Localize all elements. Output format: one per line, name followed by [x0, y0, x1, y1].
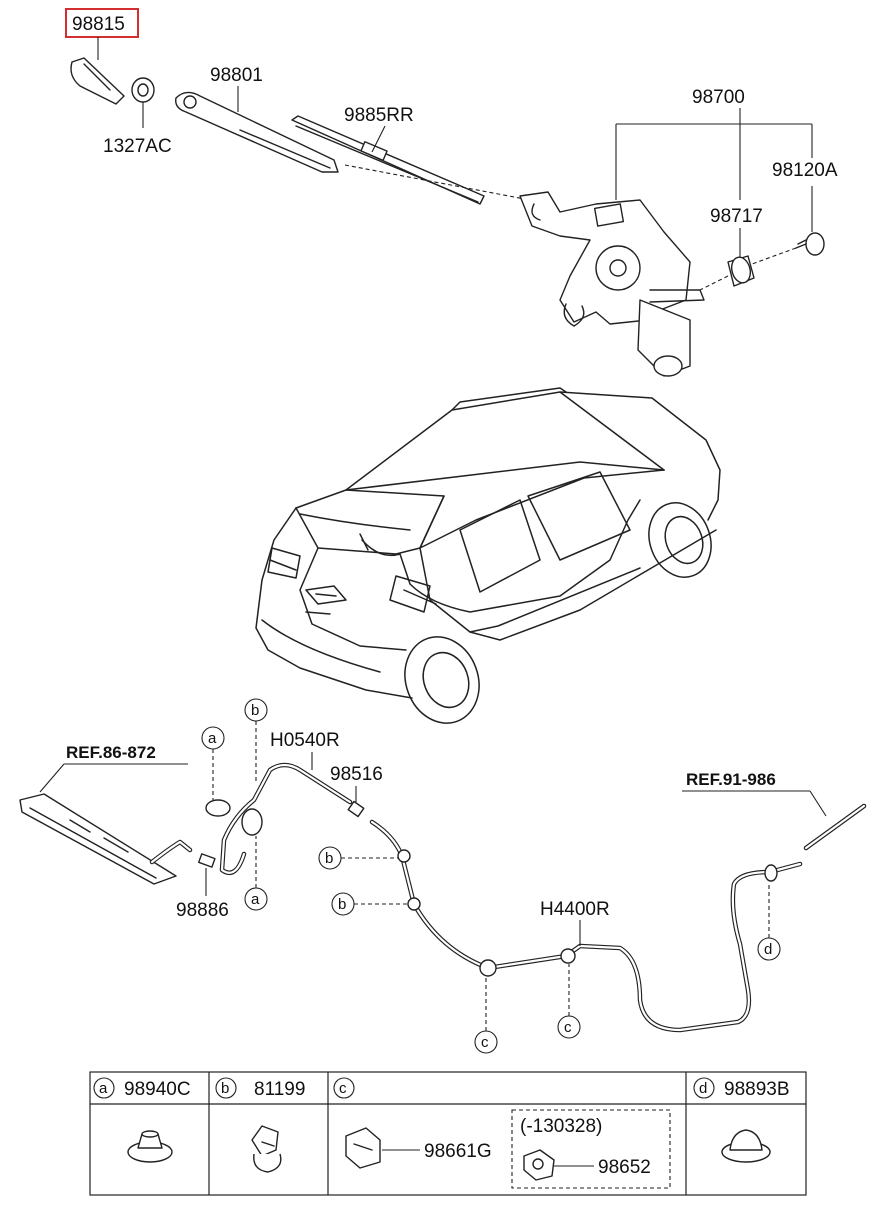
- callout-98516[interactable]: 98516: [330, 764, 383, 785]
- grommet-a[interactable]: [205, 799, 263, 836]
- connector-98516[interactable]: [347, 800, 365, 818]
- svg-text:a: a: [99, 1080, 108, 1097]
- legend-part-d[interactable]: 98893B: [724, 1079, 790, 1100]
- svg-text:b: b: [325, 850, 333, 867]
- callout-H4400R[interactable]: H4400R: [540, 899, 610, 920]
- legend-part-a[interactable]: 98940C: [124, 1079, 191, 1100]
- vehicle-illustration: [255, 387, 721, 724]
- wiper-cap-98815[interactable]: [70, 57, 125, 105]
- legend-marker-d: [693, 1077, 715, 1099]
- svg-text:c: c: [481, 1034, 489, 1051]
- clip-81199-icon: [251, 1125, 282, 1173]
- legend-c-note[interactable]: (-130328): [520, 1116, 602, 1137]
- callout-H0540R[interactable]: H0540R: [270, 730, 340, 751]
- callout-98801[interactable]: 98801: [210, 65, 263, 86]
- wiper-motor-98700[interactable]: [519, 191, 705, 377]
- legend-c-variant-box: [511, 1109, 671, 1189]
- callout-9885RR[interactable]: 9885RR: [344, 105, 414, 126]
- callout-98886[interactable]: 98886: [176, 900, 229, 921]
- screw-98120A[interactable]: [795, 232, 825, 256]
- legend-marker-a: [93, 1077, 115, 1099]
- grommet-98893B-icon: [721, 1129, 771, 1163]
- svg-text:b: b: [251, 702, 259, 719]
- svg-text:d: d: [764, 941, 772, 958]
- svg-text:c: c: [339, 1080, 347, 1097]
- svg-text:d: d: [699, 1080, 707, 1097]
- grommet-98940C-icon: [127, 1130, 173, 1163]
- callout-box-highlight: [65, 8, 139, 38]
- callout-98700[interactable]: 98700: [692, 87, 745, 108]
- svg-text:c: c: [564, 1019, 572, 1036]
- legend-part-c1[interactable]: 98661G: [424, 1141, 492, 1162]
- legend-table: [89, 1071, 807, 1196]
- legend-part-c2[interactable]: 98652: [598, 1157, 651, 1178]
- nut-1327AC[interactable]: [131, 77, 155, 103]
- svg-text:b: b: [221, 1080, 229, 1097]
- callout-98815[interactable]: 98815: [72, 14, 125, 35]
- callout-1327AC[interactable]: 1327AC: [103, 136, 172, 157]
- clip-98652-icon: [523, 1149, 555, 1181]
- wiper-arm-98801[interactable]: [175, 91, 339, 173]
- rear-spoiler-lamp: [19, 793, 177, 885]
- nozzle-98886[interactable]: [198, 853, 216, 868]
- hose-clips[interactable]: [397, 849, 778, 977]
- legend-part-b[interactable]: 81199: [254, 1079, 305, 1100]
- ref-91-986[interactable]: REF.91-986: [686, 770, 776, 789]
- svg-text:a: a: [251, 891, 260, 908]
- callout-98120A[interactable]: 98120A: [772, 160, 838, 181]
- grommet-98717[interactable]: [727, 255, 755, 287]
- callout-98717[interactable]: 98717: [710, 206, 763, 227]
- svg-text:b: b: [338, 896, 346, 913]
- legend-marker-c: [333, 1077, 355, 1099]
- legend-marker-b: [215, 1077, 237, 1099]
- svg-text:a: a: [208, 730, 217, 747]
- ref-86-872[interactable]: REF.86-872: [66, 743, 156, 762]
- clip-98661G-icon: [345, 1127, 381, 1169]
